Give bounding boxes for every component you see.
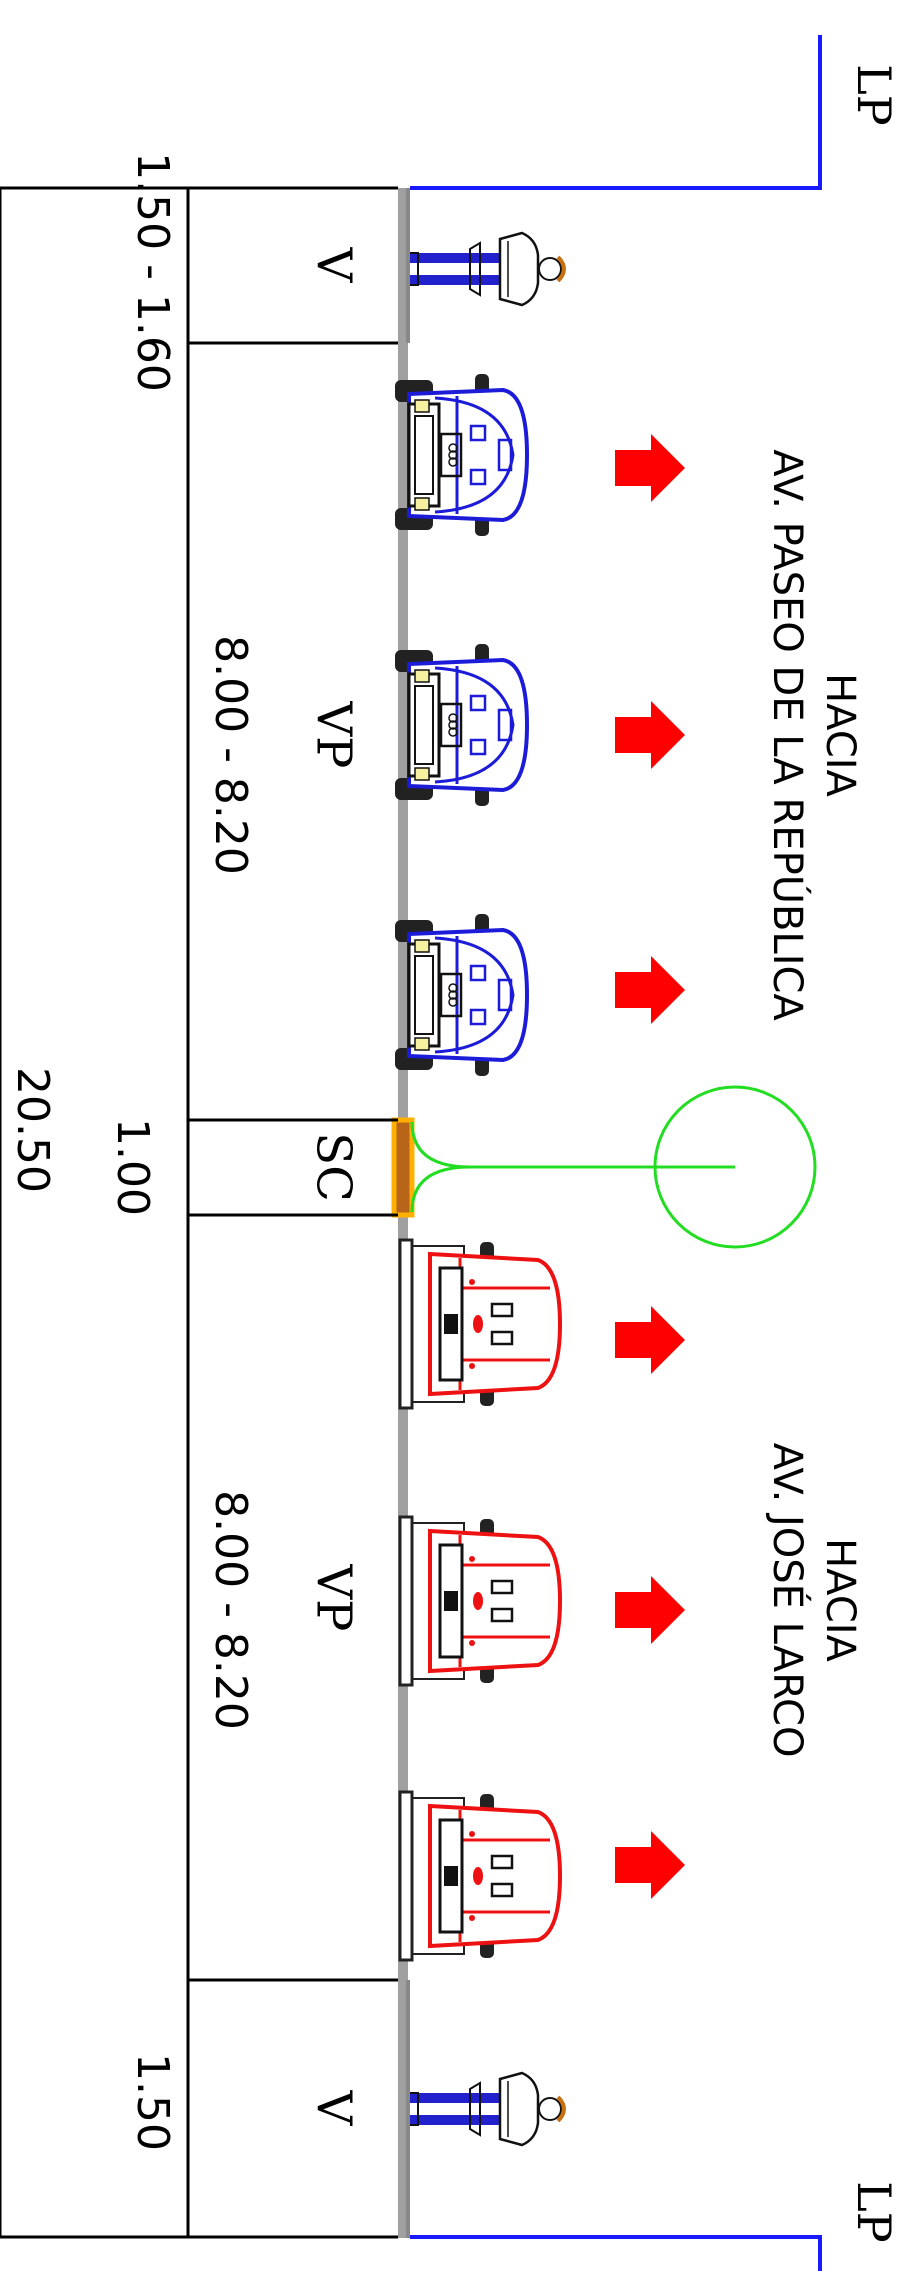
arrow-icon [615,1306,685,1374]
dimension-roadway-top: 8.00 - 8.20 [205,635,256,875]
car-icon [398,1790,562,1962]
label-median: SC [306,1132,362,1202]
property-line-top [410,35,822,190]
car-icon [393,642,529,808]
label-sidewalk-bottom: V [306,2090,362,2127]
direction-top-line2: AV. PASEO DE LA REPÚBLICA [764,449,812,1021]
car-icon [398,1238,562,1410]
car-icon [393,372,529,538]
label-roadway-top: VP [306,701,362,769]
property-line-bottom [410,2235,822,2271]
label-sidewalk-top: V [306,247,362,284]
property-line-label-top: LP [847,64,901,126]
median-strip [391,1117,415,1218]
arrow-icon [615,1831,685,1899]
arrow-icon [615,1576,685,1644]
dimension-lines [0,188,190,2237]
car-icon [398,1515,562,1687]
section-labels: V VP SC VP V [306,247,362,2127]
direction-top-line1: HACIA [817,673,863,797]
pedestrian-icon [408,2071,566,2147]
sidewalk-edge-bottom [406,1980,410,2238]
section-dividers [0,186,398,2239]
label-roadway-bottom: VP [306,1564,362,1632]
sidewalk-edge-top [406,188,410,343]
direction-labels: HACIA AV. PASEO DE LA REPÚBLICA HACIA AV… [764,449,863,1757]
dimension-median: 1.00 [107,1118,158,1216]
property-line-label-bottom: LP [847,2181,901,2243]
dimension-labels: 1.50 - 1.60 8.00 - 8.20 1.00 8.00 - 8.20… [7,152,256,2151]
arrow-icon [615,434,685,502]
arrow-icon [615,701,685,769]
direction-bottom-line1: HACIA [817,1538,863,1662]
dimension-total: 20.50 [7,1067,58,1193]
tree-icon [410,1085,817,1249]
dimension-sidewalk-bottom: 1.50 [127,2053,178,2151]
arrow-icon [615,956,685,1024]
dimension-roadway-bottom: 8.00 - 8.20 [205,1490,256,1730]
car-icon [393,912,529,1078]
pedestrian-icon [408,231,566,307]
dimension-sidewalk-top: 1.50 - 1.60 [127,152,178,392]
direction-bottom-line2: AV. JOSÉ LARCO [764,1443,812,1758]
